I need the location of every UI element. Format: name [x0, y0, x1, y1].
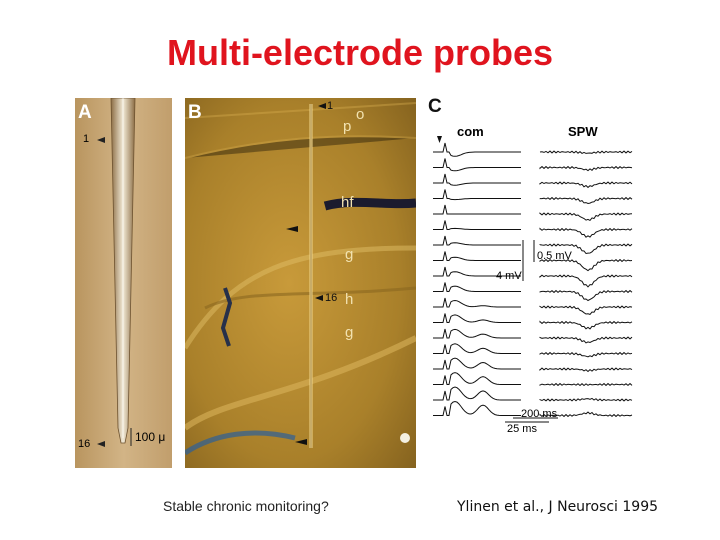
panel-a-marker-16: 16 [78, 438, 91, 450]
panel-a-label: A [78, 102, 92, 123]
com-trace [433, 173, 521, 186]
layer-label-g-upper: g [345, 246, 354, 263]
citation: Ylinen et al., J Neurosci 1995 [457, 499, 659, 515]
com-trace [433, 386, 521, 401]
com-trace [433, 343, 521, 354]
panel-b-marker-1: 1 [327, 100, 334, 112]
panel-b-label: B [188, 102, 202, 123]
com-trace [433, 313, 521, 323]
spw-trace [539, 165, 633, 172]
panel-c-label: C [428, 96, 442, 117]
com-trace [433, 372, 521, 385]
panel-a-probe-image: A 1 16 100 μ [75, 98, 172, 468]
spw-trace [539, 289, 633, 302]
panel-c-traces: C com SPW 4 mV 0.5 mV 200 ms 25 ms [425, 96, 645, 441]
spw-trace [539, 258, 633, 272]
com-trace [433, 204, 521, 215]
com-trace [433, 297, 521, 308]
com-trace [433, 282, 521, 292]
caption-question: Stable chronic monitoring? [163, 498, 329, 514]
trace-plot [433, 136, 633, 423]
scale-label-25ms: 25 ms [507, 423, 537, 435]
hippocampus-section [185, 98, 416, 468]
layer-label-g-lower: g [345, 324, 354, 341]
com-trace [433, 142, 521, 157]
spw-trace [539, 305, 633, 315]
panel-b-marker-16: 16 [325, 292, 338, 304]
spw-trace [539, 274, 633, 288]
layer-label-o: o [356, 106, 365, 123]
panel-a-scale-label: 100 μ [135, 430, 166, 444]
com-trace [433, 220, 521, 230]
spw-trace [539, 212, 633, 222]
spw-trace [539, 367, 633, 373]
spw-trace [539, 397, 633, 402]
scale-label-4mv: 4 mV [496, 270, 522, 282]
spw-trace [539, 320, 633, 330]
spw-trace [539, 181, 633, 189]
spw-trace [539, 150, 633, 154]
com-trace [433, 357, 521, 370]
probe-illustration [75, 98, 172, 468]
panel-b-histology-image: B 1 16 o p hf g h g [185, 98, 416, 468]
com-trace [433, 400, 521, 416]
slide-title: Multi-electrode probes [166, 32, 554, 73]
layer-label-h: h [345, 291, 354, 308]
spw-trace [539, 243, 633, 255]
com-trace [433, 235, 521, 246]
layer-label-p: p [343, 118, 352, 135]
com-trace [433, 251, 521, 261]
col-label-spw: SPW [568, 124, 598, 139]
spw-trace [539, 351, 633, 358]
scale-label-200ms: 200 ms [521, 408, 558, 420]
col-label-com: com [457, 124, 484, 139]
com-trace [433, 266, 521, 277]
spw-trace [539, 382, 633, 387]
panel-a-marker-1: 1 [83, 133, 90, 145]
layer-label-hf: hf [341, 194, 354, 211]
spw-trace [539, 196, 633, 205]
scale-label-0-5mv: 0.5 mV [537, 250, 572, 262]
spw-trace [539, 411, 633, 418]
com-trace [433, 189, 521, 201]
spw-trace [539, 336, 633, 344]
com-trace [433, 158, 521, 172]
com-trace [433, 328, 521, 339]
spw-trace [539, 227, 633, 238]
